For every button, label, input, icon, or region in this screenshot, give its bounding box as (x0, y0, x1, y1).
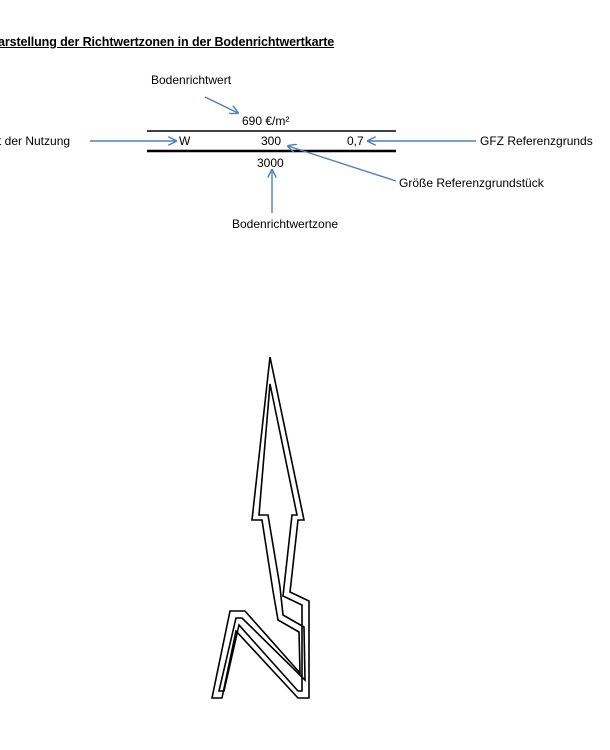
value-price: 690 €/m² (242, 114, 290, 128)
value-gfz: 0,7 (347, 134, 364, 148)
arrow-groesse (288, 146, 397, 182)
label-zone: Bodenrichtwertzone (232, 217, 339, 231)
label-gfz: GFZ Referenzgrunds (480, 134, 593, 148)
page-title: arstellung der Richtwertzonen in der Bod… (0, 35, 335, 49)
value-zone: 3000 (257, 156, 284, 170)
label-bodenrichtwert: Bodenrichtwert (151, 73, 232, 87)
label-nutzung: t der Nutzung (0, 134, 71, 148)
label-groesse: Größe Referenzgrundstück (399, 176, 544, 190)
north-arrow-icon (211, 356, 310, 699)
value-size: 300 (261, 134, 282, 148)
value-use: W (179, 134, 191, 148)
arrow-bodenrichtwert (204, 96, 238, 113)
